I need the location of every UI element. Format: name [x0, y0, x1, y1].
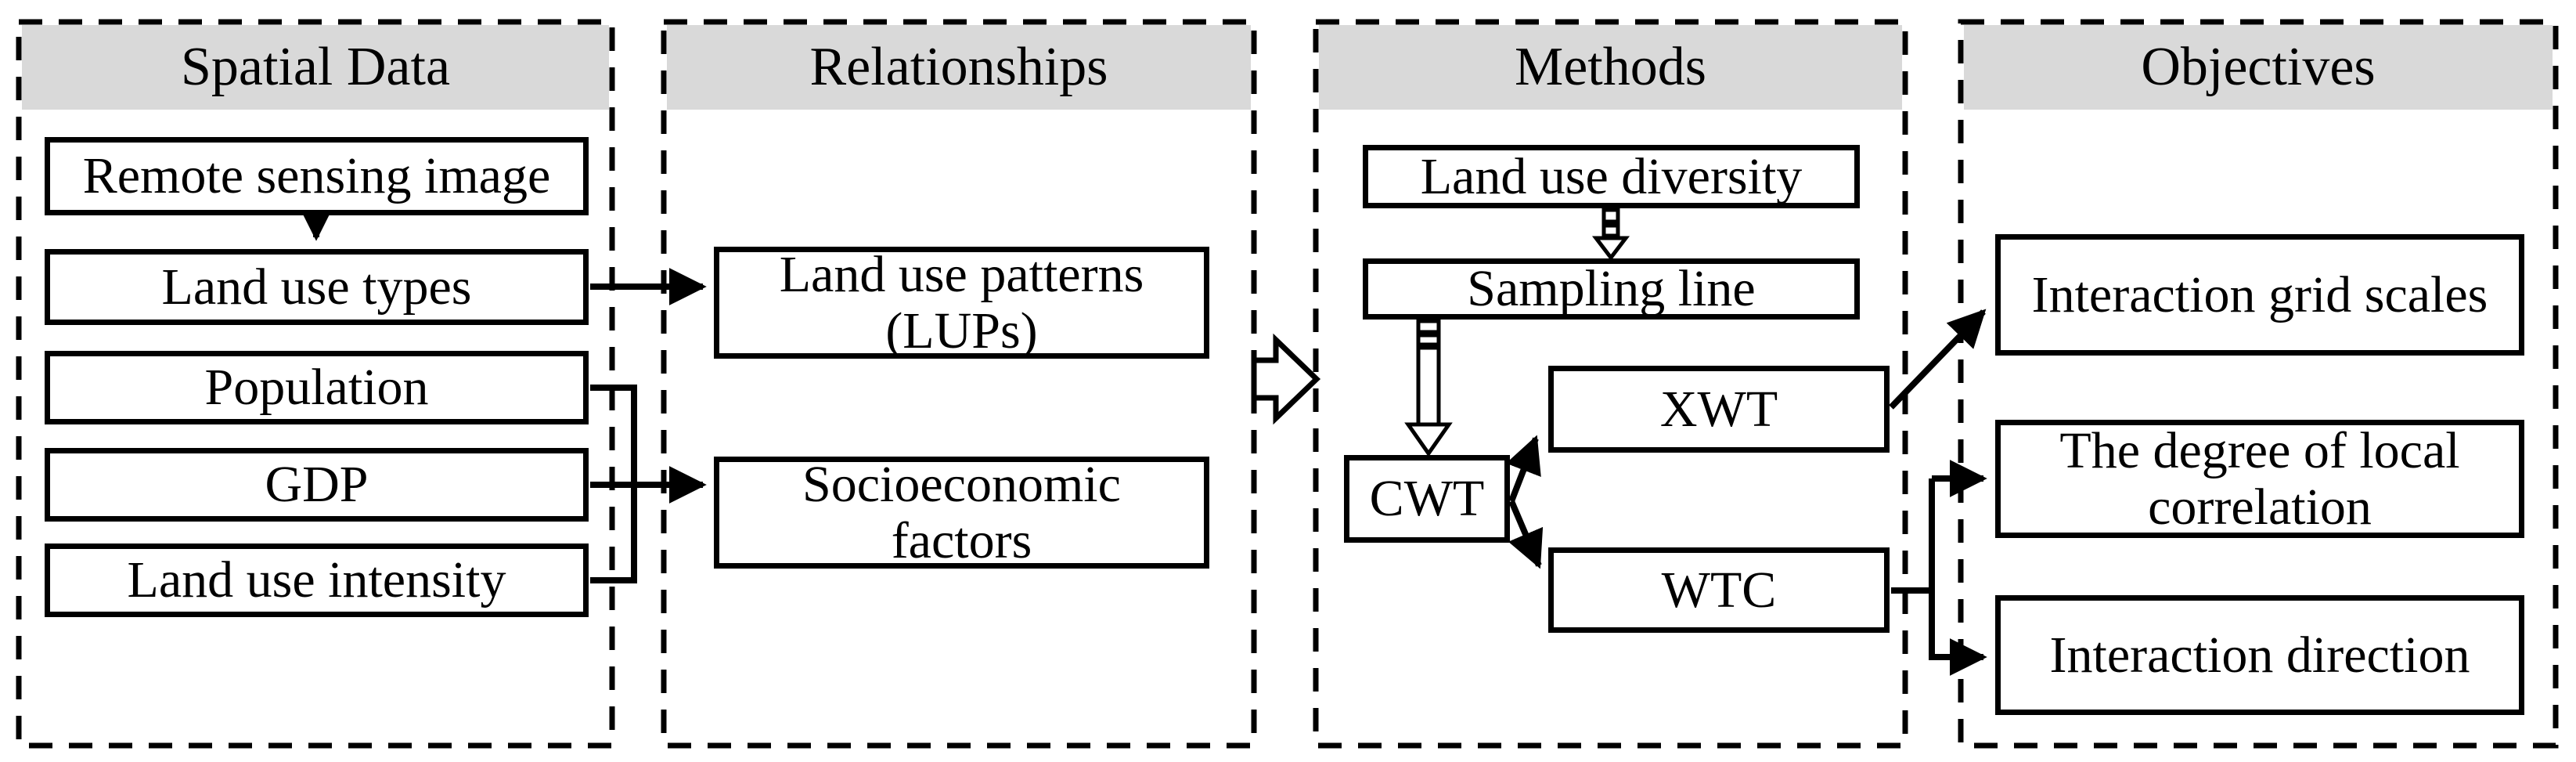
node-land-use-intensity: Land use intensity: [45, 544, 589, 617]
node-socioeconomic-factors: Socioeconomic factors: [714, 457, 1209, 569]
node-sampling-line: Sampling line: [1363, 258, 1860, 320]
node-degree-of-local-correlation: The degree of local correlation: [1995, 420, 2524, 538]
node-interaction-grid-scales: Interaction grid scales: [1995, 234, 2524, 356]
node-interaction-direction: Interaction direction: [1995, 595, 2524, 715]
panel-methods: Methods Land use diversity Sampling line…: [1316, 22, 1905, 746]
panel-title-relationships: Relationships: [667, 25, 1251, 110]
arrow-cwt-to-wtc: [1508, 500, 1544, 569]
node-xwt: XWT: [1548, 366, 1890, 453]
node-gdp: GDP: [45, 448, 589, 522]
block-arrow-relationships-to-methods: [1251, 333, 1321, 425]
node-remote-sensing-image: Remote sensing image: [45, 137, 589, 215]
node-wtc: WTC: [1548, 547, 1890, 633]
panel-border-methods: [1313, 19, 1908, 749]
node-land-use-diversity: Land use diversity: [1363, 145, 1860, 208]
bracket-population-landuseintensity: [590, 385, 637, 583]
panel-relationships: Relationships Land use patterns (LUPs) S…: [664, 22, 1254, 746]
striped-arrow-diversity-to-sampling-line: [1591, 208, 1630, 262]
panel-border-spatial-data: [16, 19, 615, 749]
node-land-use-patterns: Land use patterns (LUPs): [714, 247, 1209, 359]
panel-spatial-data: Spatial Data Remote sensing image Land u…: [19, 22, 612, 746]
panel-border-objectives: [1958, 19, 2559, 749]
panel-objectives: Objectives Interaction grid scales The d…: [1961, 22, 2556, 746]
node-population: Population: [45, 351, 589, 424]
panel-title-spatial-data: Spatial Data: [22, 25, 609, 110]
panel-title-objectives: Objectives: [1964, 25, 2553, 110]
panel-border-relationships: [661, 19, 1257, 749]
panel-title-methods: Methods: [1319, 25, 1902, 110]
striped-arrow-sampling-line-to-cwt: [1404, 319, 1453, 457]
node-cwt: CWT: [1344, 455, 1510, 543]
arrow-xwt-to-interaction-grid-scales: [1889, 309, 1987, 410]
arrow-cwt-to-xwt: [1506, 435, 1541, 503]
node-land-use-types: Land use types: [45, 249, 589, 325]
